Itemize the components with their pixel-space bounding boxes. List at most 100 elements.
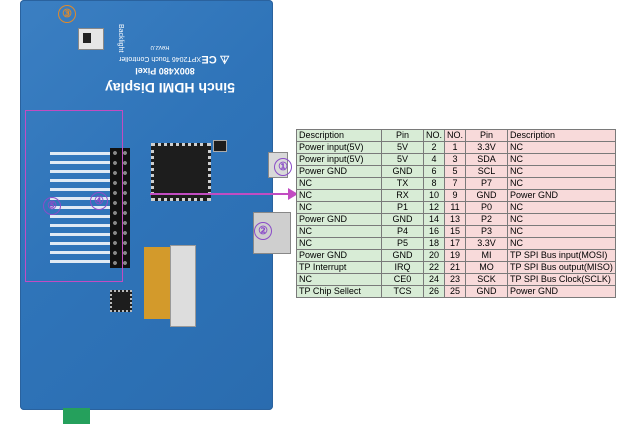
cell-no-left: 22 (422, 261, 446, 274)
cell-no-right: 13 (444, 213, 467, 226)
cell-no-left: 2 (422, 141, 446, 154)
cell-no-right: 3 (444, 153, 467, 166)
cell-no-right: 19 (444, 249, 467, 262)
cell-no-left: 26 (422, 285, 446, 298)
cell-no-right: 15 (444, 225, 467, 238)
resolution-label: 800X480 Pixel (135, 66, 195, 76)
cell-desc-right: NC (507, 225, 616, 238)
cell-pin-left: P1 (381, 201, 424, 214)
cell-no-right: 1 (444, 141, 467, 154)
cell-desc-left: Power GND (296, 165, 382, 178)
marker-4: ④ (90, 192, 108, 210)
cell-desc-left: NC (296, 177, 382, 190)
cell-desc-left: TP Chip Sellect (296, 285, 382, 298)
small-ic (213, 140, 227, 152)
cell-desc-right: NC (507, 141, 616, 154)
cell-pin-left: 5V (381, 141, 424, 154)
cell-pin-left: P5 (381, 237, 424, 250)
cell-pin-right: SDA (465, 153, 509, 166)
cell-desc-left: Power input(5V) (296, 141, 382, 154)
gpio-header (110, 148, 130, 268)
cell-desc-right: NC (507, 201, 616, 214)
cell-pin-right: P2 (465, 213, 509, 226)
header-no-left: NO. (422, 129, 446, 142)
cell-desc-left: TP Interrupt (296, 261, 382, 274)
cert-marks: ⚠ CE (201, 53, 230, 65)
cell-desc-right: NC (507, 237, 616, 250)
backlight-switch (78, 28, 104, 50)
cell-pin-right: MO (465, 261, 509, 274)
cell-no-right: 7 (444, 177, 467, 190)
main-chip (151, 143, 211, 201)
cell-no-left: 14 (422, 213, 446, 226)
cell-no-right: 17 (444, 237, 467, 250)
pointer-arrow-head (288, 188, 298, 200)
marker-1: ① (274, 158, 292, 176)
ffc-connector (170, 245, 196, 327)
cell-no-right: 11 (444, 201, 467, 214)
marker-5: ⑤ (43, 197, 61, 215)
header-highlight-box (25, 110, 123, 282)
cell-pin-right: MI (465, 249, 509, 262)
cell-pin-left: TCS (381, 285, 424, 298)
cell-pin-right: SCK (465, 273, 509, 286)
pin-table: Description Pin NO. NO. Pin Description … (296, 129, 616, 298)
backlight-label: Backlight (117, 24, 124, 53)
cell-desc-right: NC (507, 177, 616, 190)
cell-desc-right: TP SPI Bus Clock(SCLK) (507, 273, 616, 286)
cell-pin-left: P4 (381, 225, 424, 238)
cell-desc-left: NC (296, 201, 382, 214)
cell-desc-left: NC (296, 237, 382, 250)
green-tab (63, 408, 90, 424)
header-no-right: NO. (444, 129, 467, 142)
cell-desc-left: NC (296, 225, 382, 238)
lcd-board: Backlight Rev2.0 XPT2046 Touch Controlle… (20, 0, 291, 424)
header-pin-right: Pin (465, 129, 509, 142)
cell-pin-left: 5V (381, 153, 424, 166)
pointer-arrow-line (150, 193, 290, 195)
cell-no-left: 16 (422, 225, 446, 238)
cell-pin-left: GND (381, 165, 424, 178)
revision-label: Rev2.0 (150, 44, 170, 50)
cell-desc-right: NC (507, 153, 616, 166)
cell-pin-left: GND (381, 249, 424, 262)
cell-pin-right: SCL (465, 165, 509, 178)
cell-desc-right: NC (507, 213, 616, 226)
cell-desc-right: NC (507, 165, 616, 178)
cell-pin-right: P0 (465, 201, 509, 214)
cell-desc-left: Power input(5V) (296, 153, 382, 166)
cell-pin-left: RX (381, 189, 424, 202)
cell-desc-right: TP SPI Bus output(MISO) (507, 261, 616, 274)
cell-desc-left: NC (296, 273, 382, 286)
cell-pin-right: P7 (465, 177, 509, 190)
cell-no-left: 18 (422, 237, 446, 250)
cell-no-right: 23 (444, 273, 467, 286)
cell-no-left: 12 (422, 201, 446, 214)
cell-pin-right: GND (465, 285, 509, 298)
cell-no-right: 21 (444, 261, 467, 274)
cell-no-left: 6 (422, 165, 446, 178)
cell-pin-left: IRQ (381, 261, 424, 274)
header-description-right: Description (507, 129, 616, 142)
touch-controller-chip (110, 290, 132, 312)
cell-no-left: 20 (422, 249, 446, 262)
cell-desc-left: Power GND (296, 213, 382, 226)
cell-desc-right: TP SPI Bus input(MOSI) (507, 249, 616, 262)
cell-no-right: 25 (444, 285, 467, 298)
marker-3: ③ (58, 5, 76, 23)
cell-pin-left: TX (381, 177, 424, 190)
marker-2: ② (254, 222, 272, 240)
cell-no-right: 9 (444, 189, 467, 202)
header-pin-left: Pin (381, 129, 424, 142)
